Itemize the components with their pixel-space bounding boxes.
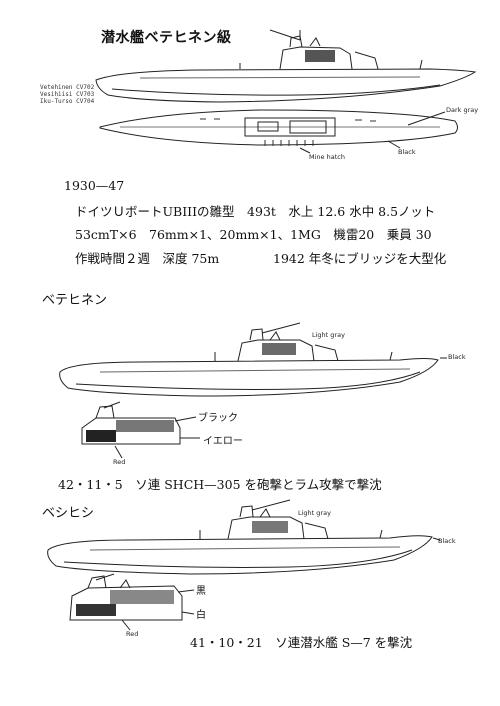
caption-vesihiisi: 41・10・21 ソ連潜水艦 S—7 を撃沈: [190, 635, 413, 650]
spec-line-2: 53cmT×6 76mm×1、20mm×1、1MG 機雷20 乗員 30: [75, 227, 432, 242]
callout-black-1: ブラック: [198, 413, 238, 424]
service-years: 1930—47: [64, 178, 125, 193]
page-title: 潜水艦ベテヒネン級: [101, 30, 232, 46]
label-light-gray-2: Light gray: [298, 509, 331, 517]
label-black-2: Black: [438, 537, 456, 545]
spec-line-1: ドイツＵボートUBIIIの雛型 493t 水上 12.6 水中 8.5ノット: [75, 204, 436, 219]
callout-red-1: Red: [113, 458, 126, 466]
spec-line-3a: 作戦時間２週 深度 75m: [75, 251, 220, 266]
label-black-1: Black: [448, 353, 466, 361]
caption-vetehinen: 42・11・5 ソ連 SHCH—305 を砲撃とラム攻撃で撃沈: [58, 477, 382, 492]
section-title-vesihiisi: ベシヒシ: [42, 506, 95, 521]
spec-line-3b: 1942 年冬にブリッジを大型化: [273, 251, 447, 266]
vessel-name-3: Iku-Turso CV704: [40, 98, 95, 105]
label-dark-gray: Dark gray: [446, 106, 479, 114]
label-light-gray-1: Light gray: [312, 331, 345, 339]
callout-yellow-1: イエロー: [203, 436, 243, 447]
callout-black-2: 黒: [196, 586, 206, 597]
vessel-names: Vetehinen CV702 Vesihiisi CV703 Iku-Turs…: [40, 84, 94, 105]
vessel-name-2: Vesihiisi CV703: [40, 91, 95, 98]
label-mine-hatch: Mine hatch: [309, 153, 345, 161]
callout-white-2: 白: [196, 610, 206, 621]
callout-red-2: Red: [126, 630, 139, 638]
section-title-vetehinen: ベテヒネン: [42, 293, 108, 308]
vessel-name-1: Vetehinen CV702: [40, 84, 95, 91]
label-black-top: Black: [398, 148, 416, 156]
